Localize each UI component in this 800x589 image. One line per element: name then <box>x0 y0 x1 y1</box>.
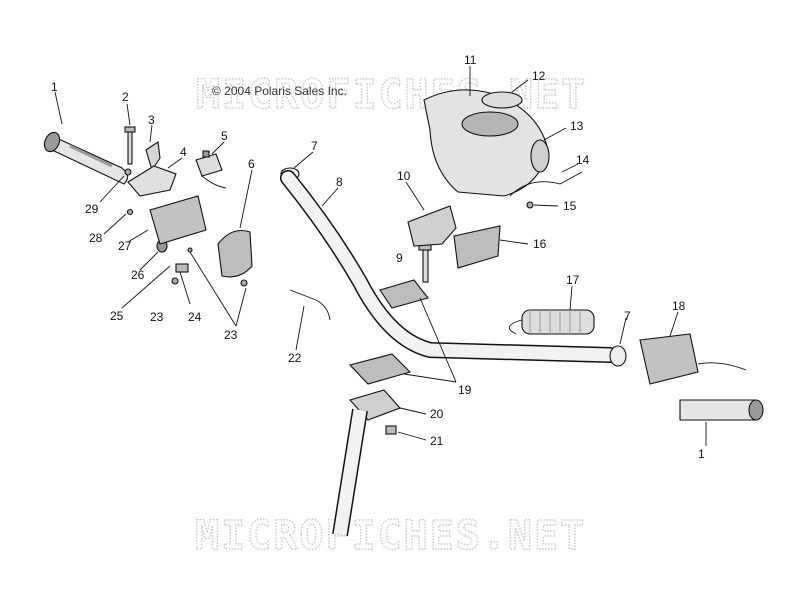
callout-9: 9 <box>396 251 403 265</box>
screw-23-part <box>171 277 179 285</box>
callout-12: 12 <box>532 69 546 83</box>
callout-labels: 1 2 3 4 5 6 7 8 9 10 11 12 13 14 15 16 1… <box>51 53 705 461</box>
throttle-housing-part <box>127 165 177 197</box>
callout-22: 22 <box>288 351 302 365</box>
left-grip-part <box>43 131 129 185</box>
callout-20: 20 <box>430 407 444 421</box>
cable-22-part <box>289 289 331 321</box>
riser-clamp-upper-part <box>379 279 429 309</box>
handlebar-pod-part <box>423 89 550 197</box>
callout-13: 13 <box>570 119 584 133</box>
callout-8: 8 <box>336 175 343 189</box>
callout-14: 14 <box>576 153 590 167</box>
callout-28: 28 <box>89 231 103 245</box>
copyright-notice: © 2004 Polaris Sales Inc. <box>212 84 347 98</box>
screw-2-part <box>124 126 136 165</box>
callout-1-left: 1 <box>51 80 58 94</box>
callout-2: 2 <box>122 90 129 104</box>
callout-19: 19 <box>458 383 472 397</box>
callout-16: 16 <box>533 237 547 251</box>
switch-5-part <box>195 150 227 189</box>
bracket-24-part <box>175 263 189 273</box>
nut-21-part <box>385 425 397 435</box>
pin-25-part <box>187 247 193 253</box>
riser-clamp-lower-part <box>348 353 412 385</box>
callout-15: 15 <box>563 199 577 213</box>
callout-29: 29 <box>85 202 99 216</box>
callout-17: 17 <box>566 273 580 287</box>
control-housing-18-part <box>639 333 747 385</box>
callout-3: 3 <box>148 113 155 127</box>
throttle-lever-part <box>145 141 161 172</box>
callout-24: 24 <box>188 310 202 324</box>
callout-11: 11 <box>464 53 477 67</box>
callout-23-left: 23 <box>150 310 164 324</box>
decal-12-part <box>481 91 523 109</box>
clamp-10-part <box>407 205 457 247</box>
screw-28-part <box>126 208 134 216</box>
leader-lines <box>54 66 707 446</box>
cover-16-part <box>453 225 501 269</box>
callout-23-right: 23 <box>224 328 238 342</box>
callout-27: 27 <box>118 239 132 253</box>
bolt-9-part <box>418 243 432 283</box>
callout-26: 26 <box>131 268 145 282</box>
callout-25: 25 <box>110 309 124 323</box>
screw-23b-part <box>240 279 248 287</box>
watermark-bottom: MICROFICHES.NET <box>195 513 586 559</box>
callout-4: 4 <box>180 145 187 159</box>
switch-housing-part <box>217 229 253 278</box>
callout-21: 21 <box>430 434 444 448</box>
callout-5: 5 <box>221 129 228 143</box>
callout-7-left: 7 <box>311 139 318 153</box>
housing-27-part <box>149 195 207 245</box>
screw-15-part <box>526 201 534 209</box>
right-heater-grip-part <box>508 309 595 335</box>
washer-29-part <box>124 168 132 176</box>
right-grip-part <box>679 399 764 421</box>
callout-10: 10 <box>397 169 411 183</box>
harness-14-part <box>509 171 583 197</box>
callout-18: 18 <box>672 299 686 313</box>
bar-end-cap-right-part <box>609 345 627 367</box>
callout-1-right: 1 <box>698 447 705 461</box>
callout-6: 6 <box>248 157 255 171</box>
callout-7-right: 7 <box>624 309 631 323</box>
